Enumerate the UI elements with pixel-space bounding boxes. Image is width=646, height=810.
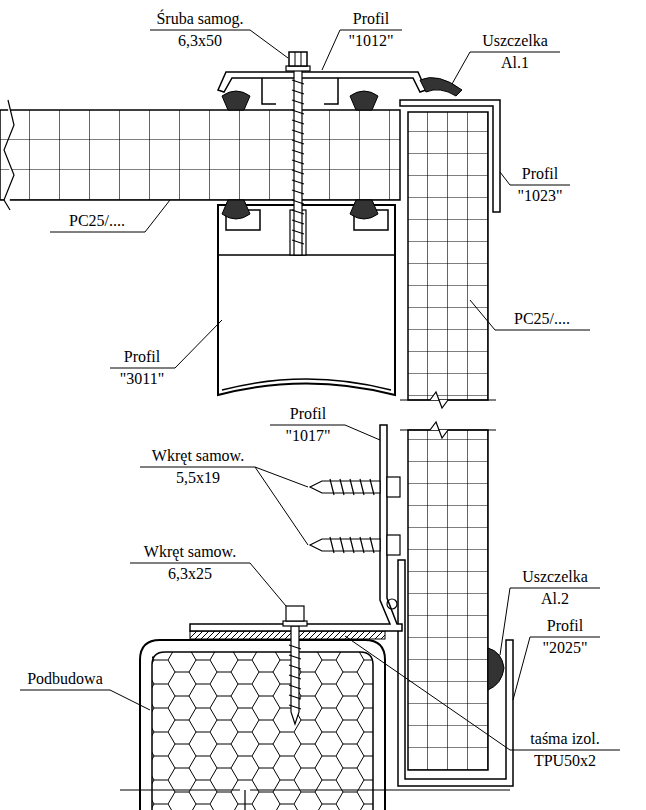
part-label: PC25/.... <box>513 310 571 328</box>
part-label: Podbudowa <box>26 670 104 688</box>
part-label: TPU50x2 <box>533 752 597 770</box>
profile-1023 <box>400 100 500 212</box>
part-label: "1012" <box>347 32 394 50</box>
pc-panel <box>0 110 400 200</box>
part-label: Uszczelka <box>521 568 589 586</box>
part-label: Wkręt samow. <box>143 543 237 561</box>
pc-panel <box>408 112 488 400</box>
part-label: "3011" <box>119 370 165 388</box>
part-label: 6,3x25 <box>167 565 213 583</box>
part-label: Profil <box>123 348 161 366</box>
seal-al1 <box>420 78 462 96</box>
seal <box>222 91 250 110</box>
seal <box>350 91 378 110</box>
part-label: 6,3x50 <box>177 32 223 50</box>
part-label: Profil <box>546 617 584 635</box>
part-label: Profil <box>352 10 390 28</box>
profile-3011 <box>218 205 395 395</box>
part-label: Al.2 <box>540 590 570 608</box>
part-label: Śruba samog. <box>155 10 244 28</box>
screw <box>310 477 400 555</box>
profile-1012 <box>218 72 426 92</box>
part-label: taśma izol. <box>529 730 600 748</box>
part-label: "2025" <box>541 639 588 657</box>
profile-2025 <box>398 560 513 786</box>
part-label: 5,5x19 <box>175 469 221 487</box>
part-label: PC25/.... <box>68 212 126 230</box>
part-label: "1017" <box>284 427 331 445</box>
seal-al2 <box>488 648 504 690</box>
part-label: Wkręt samow. <box>151 447 245 465</box>
screw <box>283 606 307 724</box>
break-mark <box>4 100 14 210</box>
seal <box>222 200 250 219</box>
part-label: Al.1 <box>500 54 530 72</box>
pc-panel <box>408 430 488 770</box>
part-label: Profil <box>289 405 327 423</box>
leader-line <box>20 30 620 750</box>
part-label: Profil <box>521 165 559 183</box>
seal <box>350 200 378 219</box>
part-label: Uszczelka <box>481 32 549 50</box>
tape <box>190 631 385 639</box>
part-label: "1023" <box>516 187 563 205</box>
